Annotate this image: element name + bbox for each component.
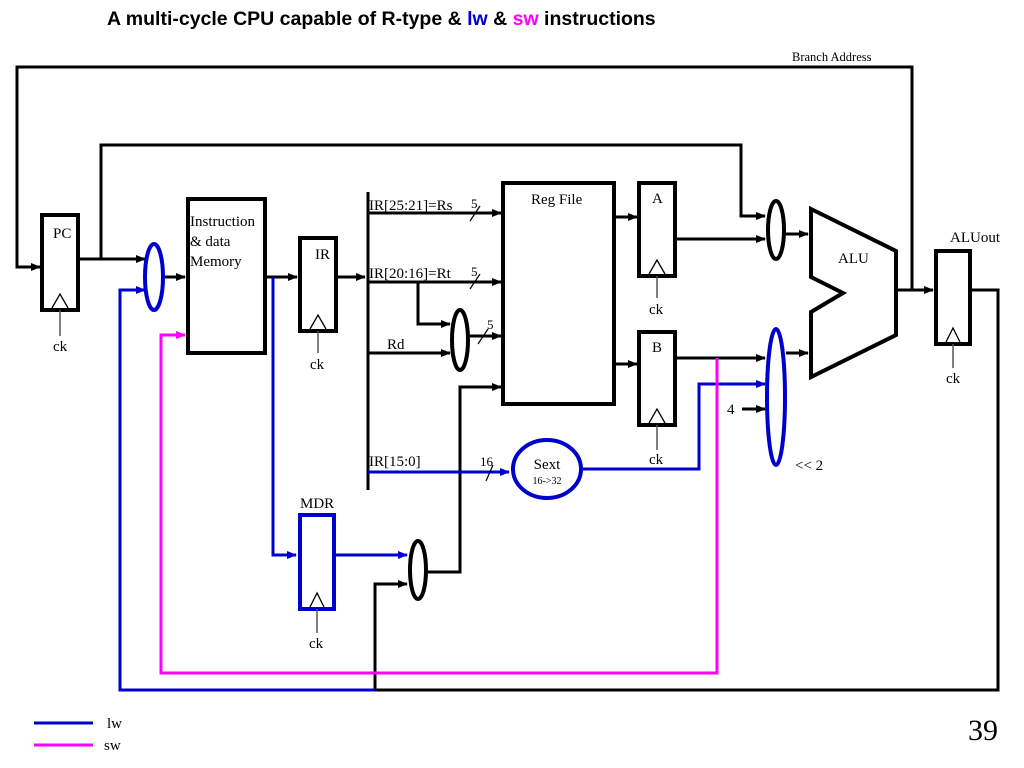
wire-aluout-loop: [373, 288, 1000, 692]
mux-width-slash: [477, 328, 489, 345]
alu-src-b-mux: [765, 327, 787, 467]
memory-label-1: Instruction: [190, 214, 255, 230]
reg-a-clock-label: ck: [649, 302, 664, 318]
sext-sub-label: 16->32: [533, 476, 562, 487]
title-lw: lw: [467, 8, 488, 30]
title-sw: sw: [512, 8, 539, 30]
register-a: A ck: [637, 181, 677, 318]
pc-register: PC ck: [40, 213, 80, 355]
rt-field-label: IR[20:16]=Rt: [369, 266, 452, 282]
mdr-clock-label: ck: [309, 636, 324, 652]
wire-rt-to-mux: [416, 282, 451, 328]
memory-label-2: & data: [190, 234, 231, 250]
rs-width-slash: [469, 205, 481, 222]
reg-b-label: B: [652, 340, 662, 356]
sign-extend-unit: Sext 16->32: [511, 438, 583, 500]
sext-label: Sext: [534, 457, 562, 473]
title-amp: &: [487, 8, 513, 30]
rd-field-label: Rd: [387, 337, 405, 353]
pc-clock-label: ck: [53, 339, 68, 355]
reg-b-clock-label: ck: [649, 452, 664, 468]
reg-file-label: Reg File: [531, 192, 583, 208]
wire-wb-mux-to-regfile: [427, 383, 502, 574]
alu-out-label: ALUout: [950, 230, 1001, 246]
alu-label: ALU: [838, 251, 869, 267]
mdr-label: MDR: [300, 496, 334, 512]
title-text-1: A multi-cycle CPU capable of R-type &: [107, 8, 468, 30]
register-file: Reg File: [501, 181, 616, 406]
ir-label: IR: [315, 247, 330, 263]
title-text-2: instructions: [538, 8, 656, 30]
instruction-data-memory: Instruction & data Memory: [186, 197, 267, 355]
shift-left-label: << 2: [795, 458, 823, 474]
wire-lw-aluout-to-mem-mux: [118, 286, 375, 692]
instruction-register: IR ck: [298, 236, 338, 373]
branch-address-label: Branch Address: [792, 50, 872, 64]
ir-clock-label: ck: [310, 357, 325, 373]
imm-width-label: 16: [480, 454, 494, 469]
wire-pc-to-alu-mux: [99, 143, 766, 259]
wire-branch-address: [15, 65, 914, 290]
alu-out-clock-label: ck: [946, 371, 961, 387]
memory-label-3: Memory: [190, 254, 242, 270]
pc-label: PC: [53, 226, 71, 242]
memory-address-mux: [143, 242, 165, 312]
imm-width-slash: [485, 464, 494, 482]
write-data-mux: [408, 539, 428, 601]
alu-out-register: ALUout ck: [934, 230, 1001, 387]
rs-field-label: IR[25:21]=Rs: [369, 198, 453, 214]
wire-lw-sext-to-alu-mux: [583, 380, 766, 471]
write-register-mux: [450, 308, 470, 372]
wire-sw-b-to-memory: [159, 331, 719, 675]
sw-wires: [159, 331, 719, 675]
legend-sw-label: sw: [104, 738, 121, 754]
rt-width-slash: [469, 273, 481, 290]
lw-wires: [118, 277, 766, 692]
mux-width-label: 5: [487, 317, 494, 332]
memory-data-register: MDR ck: [298, 496, 336, 652]
imm-field-label: IR[15:0]: [369, 454, 421, 470]
rs-width-label: 5: [471, 196, 478, 211]
const-four-label: 4: [727, 402, 735, 418]
register-b: B ck: [637, 330, 677, 468]
alu: ALU: [809, 205, 898, 381]
alu-src-a-mux: [766, 199, 786, 261]
legend: lw sw: [34, 716, 122, 754]
reg-a-label: A: [652, 191, 663, 207]
black-wires: [15, 65, 1000, 692]
wire-lw-memory-to-mdr: [271, 277, 297, 559]
page-number: 39: [968, 714, 998, 747]
legend-lw-label: lw: [107, 716, 122, 732]
rt-width-label: 5: [471, 264, 478, 279]
